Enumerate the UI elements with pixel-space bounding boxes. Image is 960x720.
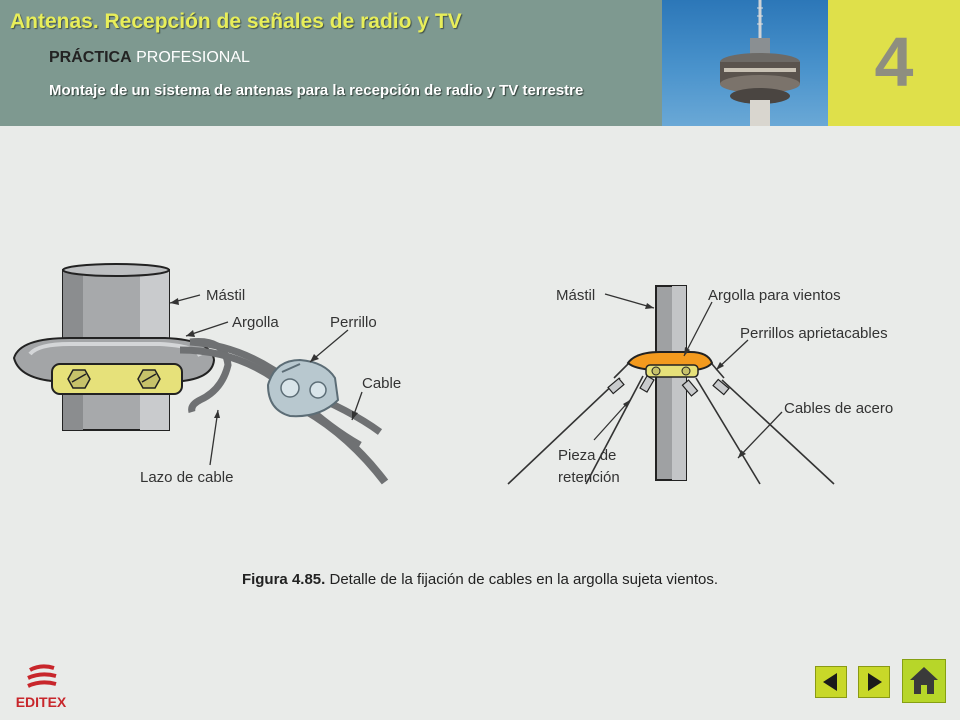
figure-diagram: Mástil Argolla Perrillo Cable Lazo de ca… bbox=[0, 260, 960, 500]
label-left-lazo: Lazo de cable bbox=[140, 469, 233, 486]
practice-description: Montaje de un sistema de antenas para la… bbox=[49, 82, 584, 99]
label-right-argolla: Argolla para vientos bbox=[708, 287, 841, 304]
chapter-number: 4 bbox=[874, 23, 914, 101]
label-right-cables: Cables de acero bbox=[784, 400, 893, 417]
next-button[interactable] bbox=[858, 666, 890, 698]
subtitle-strong: PRÁCTICA bbox=[49, 49, 132, 66]
left-diagram: Mástil Argolla Perrillo Cable Lazo de ca… bbox=[12, 263, 401, 486]
editex-logo-mark bbox=[27, 664, 57, 688]
figure-caption: Figura 4.85. Detalle de la fijación de c… bbox=[0, 571, 960, 588]
right-diagram: Mástil Argolla para vientos Perrillos ap… bbox=[507, 285, 893, 486]
home-icon bbox=[910, 667, 938, 694]
editex-logo: EDITEX bbox=[8, 664, 74, 714]
right-arrow-icon bbox=[868, 673, 882, 691]
label-left-argolla: Argolla bbox=[232, 314, 279, 331]
caption-text: Detalle de la fijación de cables en la a… bbox=[325, 571, 719, 588]
caption-figure-number: Figura 4.85. bbox=[241, 571, 326, 588]
page-title: Antenas. Recepción de señales de radio y… bbox=[10, 10, 462, 33]
subtitle-rest: PROFESIONAL bbox=[131, 49, 250, 66]
header-bar: Antenas. Recepción de señales de radio y… bbox=[0, 0, 662, 126]
chapter-badge: 4 bbox=[828, 0, 960, 126]
figure-svg: Mástil Argolla Perrillo Cable Lazo de ca… bbox=[12, 263, 893, 486]
label-right-perrillos: Perrillos aprietacables bbox=[740, 325, 888, 342]
logo-text: EDITEX bbox=[15, 694, 67, 710]
tv-tower-illustration bbox=[720, 0, 800, 126]
label-right-mastil: Mástil bbox=[556, 287, 595, 304]
section-subtitle: PRÁCTICA PROFESIONAL bbox=[49, 49, 250, 67]
left-arrow-icon bbox=[823, 673, 837, 691]
prev-button[interactable] bbox=[815, 666, 847, 698]
tv-tower-photo bbox=[662, 0, 828, 126]
label-left-cable: Cable bbox=[362, 375, 401, 392]
label-right-pieza-1: Pieza de bbox=[558, 447, 616, 464]
label-left-mastil: Mástil bbox=[206, 287, 245, 304]
label-right-pieza-2: retención bbox=[558, 469, 620, 486]
home-button[interactable] bbox=[902, 659, 946, 703]
label-left-perrillo: Perrillo bbox=[330, 314, 377, 331]
